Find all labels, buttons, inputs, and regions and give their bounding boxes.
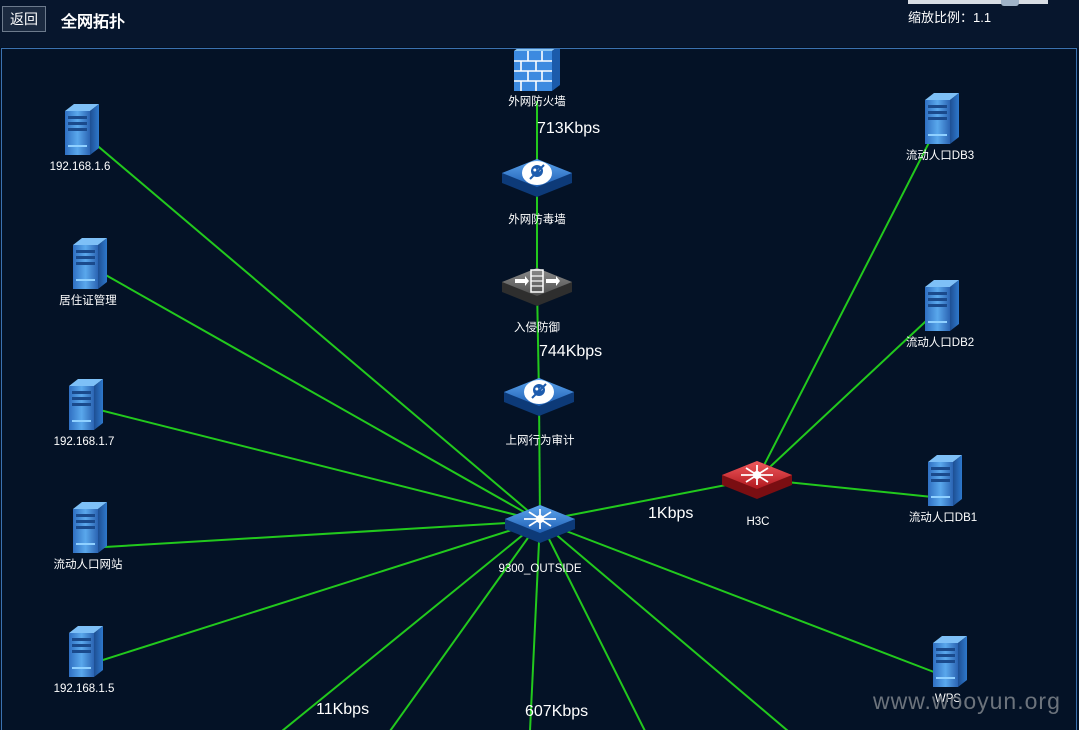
link-h3c-db2[interactable] — [756, 307, 941, 480]
server-icon — [69, 379, 103, 430]
links — [79, 101, 948, 730]
core-switch-icon — [505, 505, 575, 543]
node-server-web[interactable]: 流动人口网站 — [54, 502, 123, 571]
node-label: 9300_OUTSIDE — [498, 563, 581, 575]
node-label: 流动人口网站 — [54, 557, 123, 571]
node-server-1-5[interactable]: 192.168.1.5 — [54, 626, 115, 695]
topology-graph[interactable]: 外网防火墙 外网防毒墙 入侵防御 — [2, 49, 1077, 730]
node-label: 居住证管理 — [59, 293, 117, 307]
node-firewall[interactable]: 外网防火墙 — [508, 49, 566, 108]
link-core-bottom-1[interactable] — [281, 520, 541, 730]
link-core-server-1-7[interactable] — [83, 405, 541, 522]
ips-device-icon — [502, 268, 572, 306]
link-core-bottom-2[interactable] — [389, 520, 541, 730]
node-wps[interactable]: WPS — [933, 636, 967, 705]
node-db1[interactable]: 流动人口DB1 — [909, 455, 977, 524]
link-core-bottom-4[interactable] — [539, 520, 646, 730]
back-button[interactable]: 返回 — [2, 6, 46, 32]
node-label: 流动人口DB2 — [906, 335, 974, 349]
server-icon — [928, 455, 962, 506]
zoom-slider-handle[interactable] — [1001, 0, 1019, 6]
link-rate-label: 1Kbps — [648, 505, 693, 522]
server-icon — [925, 280, 959, 331]
node-server-1-6[interactable]: 192.168.1.6 — [50, 104, 111, 173]
node-server-juzhu[interactable]: 居住证管理 — [59, 238, 117, 307]
link-h3c-db3[interactable] — [756, 120, 941, 480]
link-core-server-1-5[interactable] — [83, 520, 541, 667]
link-core-bottom-5[interactable] — [539, 520, 789, 730]
server-icon — [933, 636, 967, 687]
node-db3[interactable]: 流动人口DB3 — [906, 93, 974, 162]
server-icon — [73, 502, 107, 553]
switch-icon — [722, 461, 792, 499]
node-label: 上网行为审计 — [506, 433, 575, 447]
node-ips[interactable]: 入侵防御 — [502, 268, 572, 334]
topology-canvas[interactable]: 外网防火墙 外网防毒墙 入侵防御 — [1, 48, 1077, 730]
zoom-ratio-label: 缩放比例：1.1 — [908, 10, 992, 25]
top-bar: 返回 全网拓扑 缩放比例：1.1 — [0, 0, 1079, 47]
node-server-1-7[interactable]: 192.168.1.7 — [54, 379, 115, 448]
link-rate-label: 744Kbps — [539, 343, 602, 360]
node-label: 流动人口DB3 — [906, 148, 974, 162]
link-rate-label: 607Kbps — [525, 703, 588, 720]
link-core-wps[interactable] — [539, 520, 948, 678]
node-h3c[interactable]: H3C — [722, 461, 792, 528]
node-antivirus[interactable]: 外网防毒墙 — [502, 159, 572, 226]
node-label: 192.168.1.7 — [54, 436, 115, 448]
link-rate-label: 11Kbps — [316, 701, 369, 718]
page-title: 全网拓扑 — [61, 14, 126, 31]
server-icon — [73, 238, 107, 289]
link-audit-core[interactable] — [538, 395, 541, 522]
node-label: 192.168.1.5 — [54, 683, 115, 695]
node-label: 流动人口DB1 — [909, 510, 977, 524]
server-icon — [69, 626, 103, 677]
link-core-server-1-6[interactable] — [79, 130, 541, 522]
server-icon — [65, 104, 99, 155]
link-core-server-web[interactable] — [87, 520, 541, 549]
watermark: www.wooyun.org — [873, 688, 1061, 714]
node-core-switch[interactable]: 9300_OUTSIDE — [498, 505, 582, 575]
firewall-icon — [514, 49, 560, 91]
link-rate-label: 713Kbps — [537, 120, 600, 137]
antivirus-gateway-icon — [502, 159, 572, 197]
node-label: 外网防毒墙 — [508, 212, 566, 226]
link-core-bottom-3[interactable] — [529, 520, 541, 730]
node-label: 外网防火墙 — [508, 94, 566, 108]
node-label: WPS — [935, 693, 962, 705]
node-label: H3C — [746, 516, 769, 528]
link-core-h3c[interactable] — [539, 478, 758, 522]
node-audit[interactable]: 上网行为审计 — [504, 378, 575, 447]
node-db2[interactable]: 流动人口DB2 — [906, 280, 974, 349]
audit-device-icon — [504, 378, 574, 416]
node-label: 192.168.1.6 — [50, 161, 111, 173]
node-label: 入侵防御 — [514, 320, 560, 334]
link-core-server-juzhu[interactable] — [87, 264, 541, 522]
server-icon — [925, 93, 959, 144]
zoom-slider[interactable] — [908, 0, 1048, 4]
